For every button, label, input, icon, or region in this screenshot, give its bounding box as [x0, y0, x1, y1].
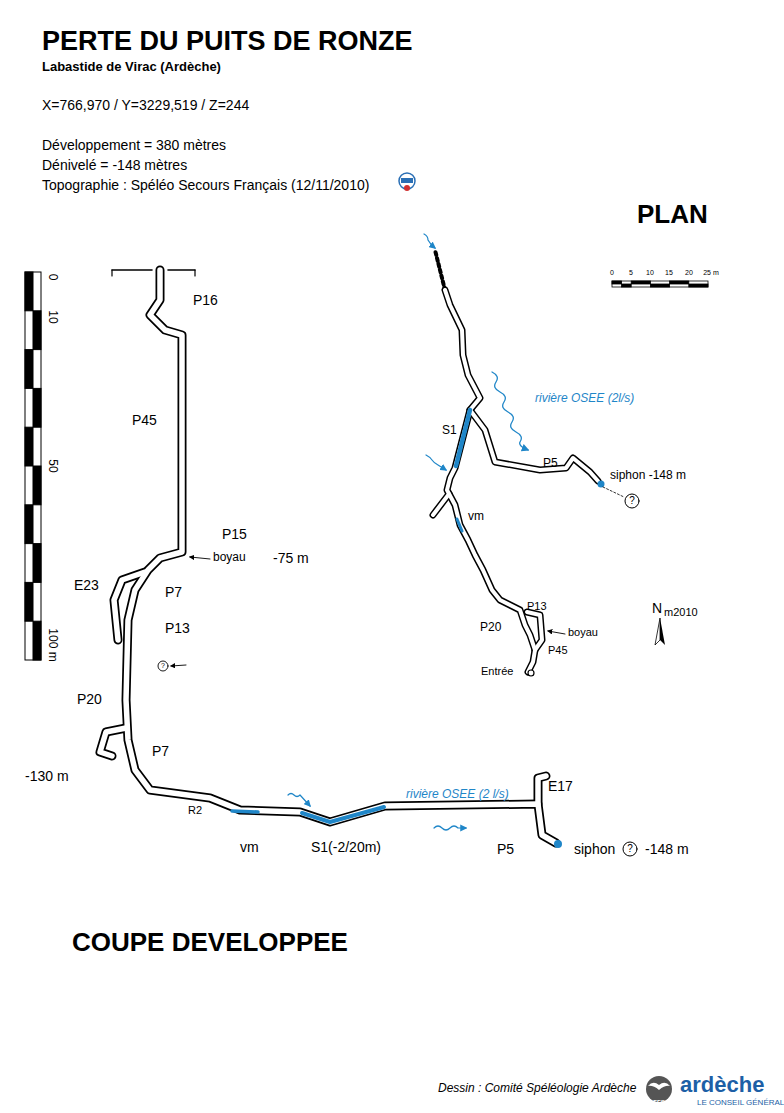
map-label: -75 m: [273, 550, 309, 566]
map-label: P45: [548, 644, 568, 657]
map-label: E17: [548, 778, 573, 794]
map-label: rivière OSEE (2l/s): [535, 392, 634, 406]
map-label: 50: [45, 459, 59, 472]
map-label: rivière OSEE (2 l/s): [406, 788, 509, 802]
map-label: X=766,970 / Y=3229,519 / Z=244: [42, 97, 249, 113]
map-label: LE CONSEIL GÉNÉRAL: [697, 1098, 784, 1107]
map-label: 25 m: [703, 269, 719, 277]
map-label: S1: [442, 424, 457, 438]
map-label: 15: [665, 269, 673, 277]
map-label: siphon -148 m: [610, 469, 686, 483]
map-label: P13: [527, 600, 547, 613]
map-label: P13: [165, 620, 190, 636]
map-label: P15: [222, 526, 247, 542]
map-label: ?: [629, 495, 635, 507]
map-label: P45: [132, 412, 157, 428]
map-label: 0: [45, 274, 59, 281]
map-label: siphon: [574, 841, 615, 857]
ssf-logo: [399, 173, 415, 191]
map-label: S1(-2/20m): [311, 839, 381, 855]
map-label: PLAN: [637, 200, 708, 230]
map-label: Entrée: [481, 665, 513, 678]
map-label: ?: [627, 843, 633, 855]
map-label: Développement = 380 mètres: [42, 137, 226, 153]
map-label: boyau: [568, 626, 598, 639]
map-label: 100 m: [45, 628, 59, 661]
map-label: Labastide de Virac (Ardèche): [42, 60, 221, 75]
map-label: -148 m: [645, 841, 689, 857]
map-label: P20: [480, 621, 501, 635]
map-label: m2010: [664, 606, 698, 619]
map-label: Dessin : Comité Spéléologie Ardèche: [438, 1082, 636, 1096]
ffs-logo: [646, 1076, 672, 1102]
map-label: R2: [188, 804, 202, 817]
map-label: COUPE DEVELOPPEE: [72, 928, 348, 958]
map-label: P20: [77, 691, 102, 707]
map-label: vm: [468, 510, 484, 524]
coupe-scale-bar: [25, 272, 41, 660]
map-label: P7: [152, 743, 169, 759]
map-label: 5: [629, 269, 633, 277]
map-label: 10: [646, 269, 654, 277]
map-label: P5: [543, 457, 558, 471]
map-title: PERTE DU PUITS DE RONZE: [42, 26, 413, 57]
map-label: P5: [497, 841, 514, 857]
map-label: N: [652, 600, 662, 616]
map-label: E23: [74, 577, 99, 593]
map-label: 10: [45, 310, 59, 323]
plan-cave: [424, 234, 639, 676]
map-label: 20: [685, 269, 693, 277]
map-label: -130 m: [25, 768, 69, 784]
map-label: vm: [240, 839, 259, 855]
north-arrow: [655, 618, 665, 645]
plan-scale-bar: [612, 281, 708, 287]
map-label: boyau: [213, 551, 246, 565]
map-label: ardèche: [680, 1072, 764, 1097]
map-label: P7: [165, 584, 182, 600]
map-label: Topographie : Spéléo Secours Français (1…: [42, 177, 369, 193]
map-label: ?: [161, 662, 165, 670]
map-label: P16: [193, 292, 218, 308]
map-label: 0: [610, 269, 614, 277]
map-label: FFS: [653, 1099, 664, 1106]
coupe-cave: [100, 270, 637, 856]
map-label: Dénivelé = -148 mètres: [42, 157, 187, 173]
